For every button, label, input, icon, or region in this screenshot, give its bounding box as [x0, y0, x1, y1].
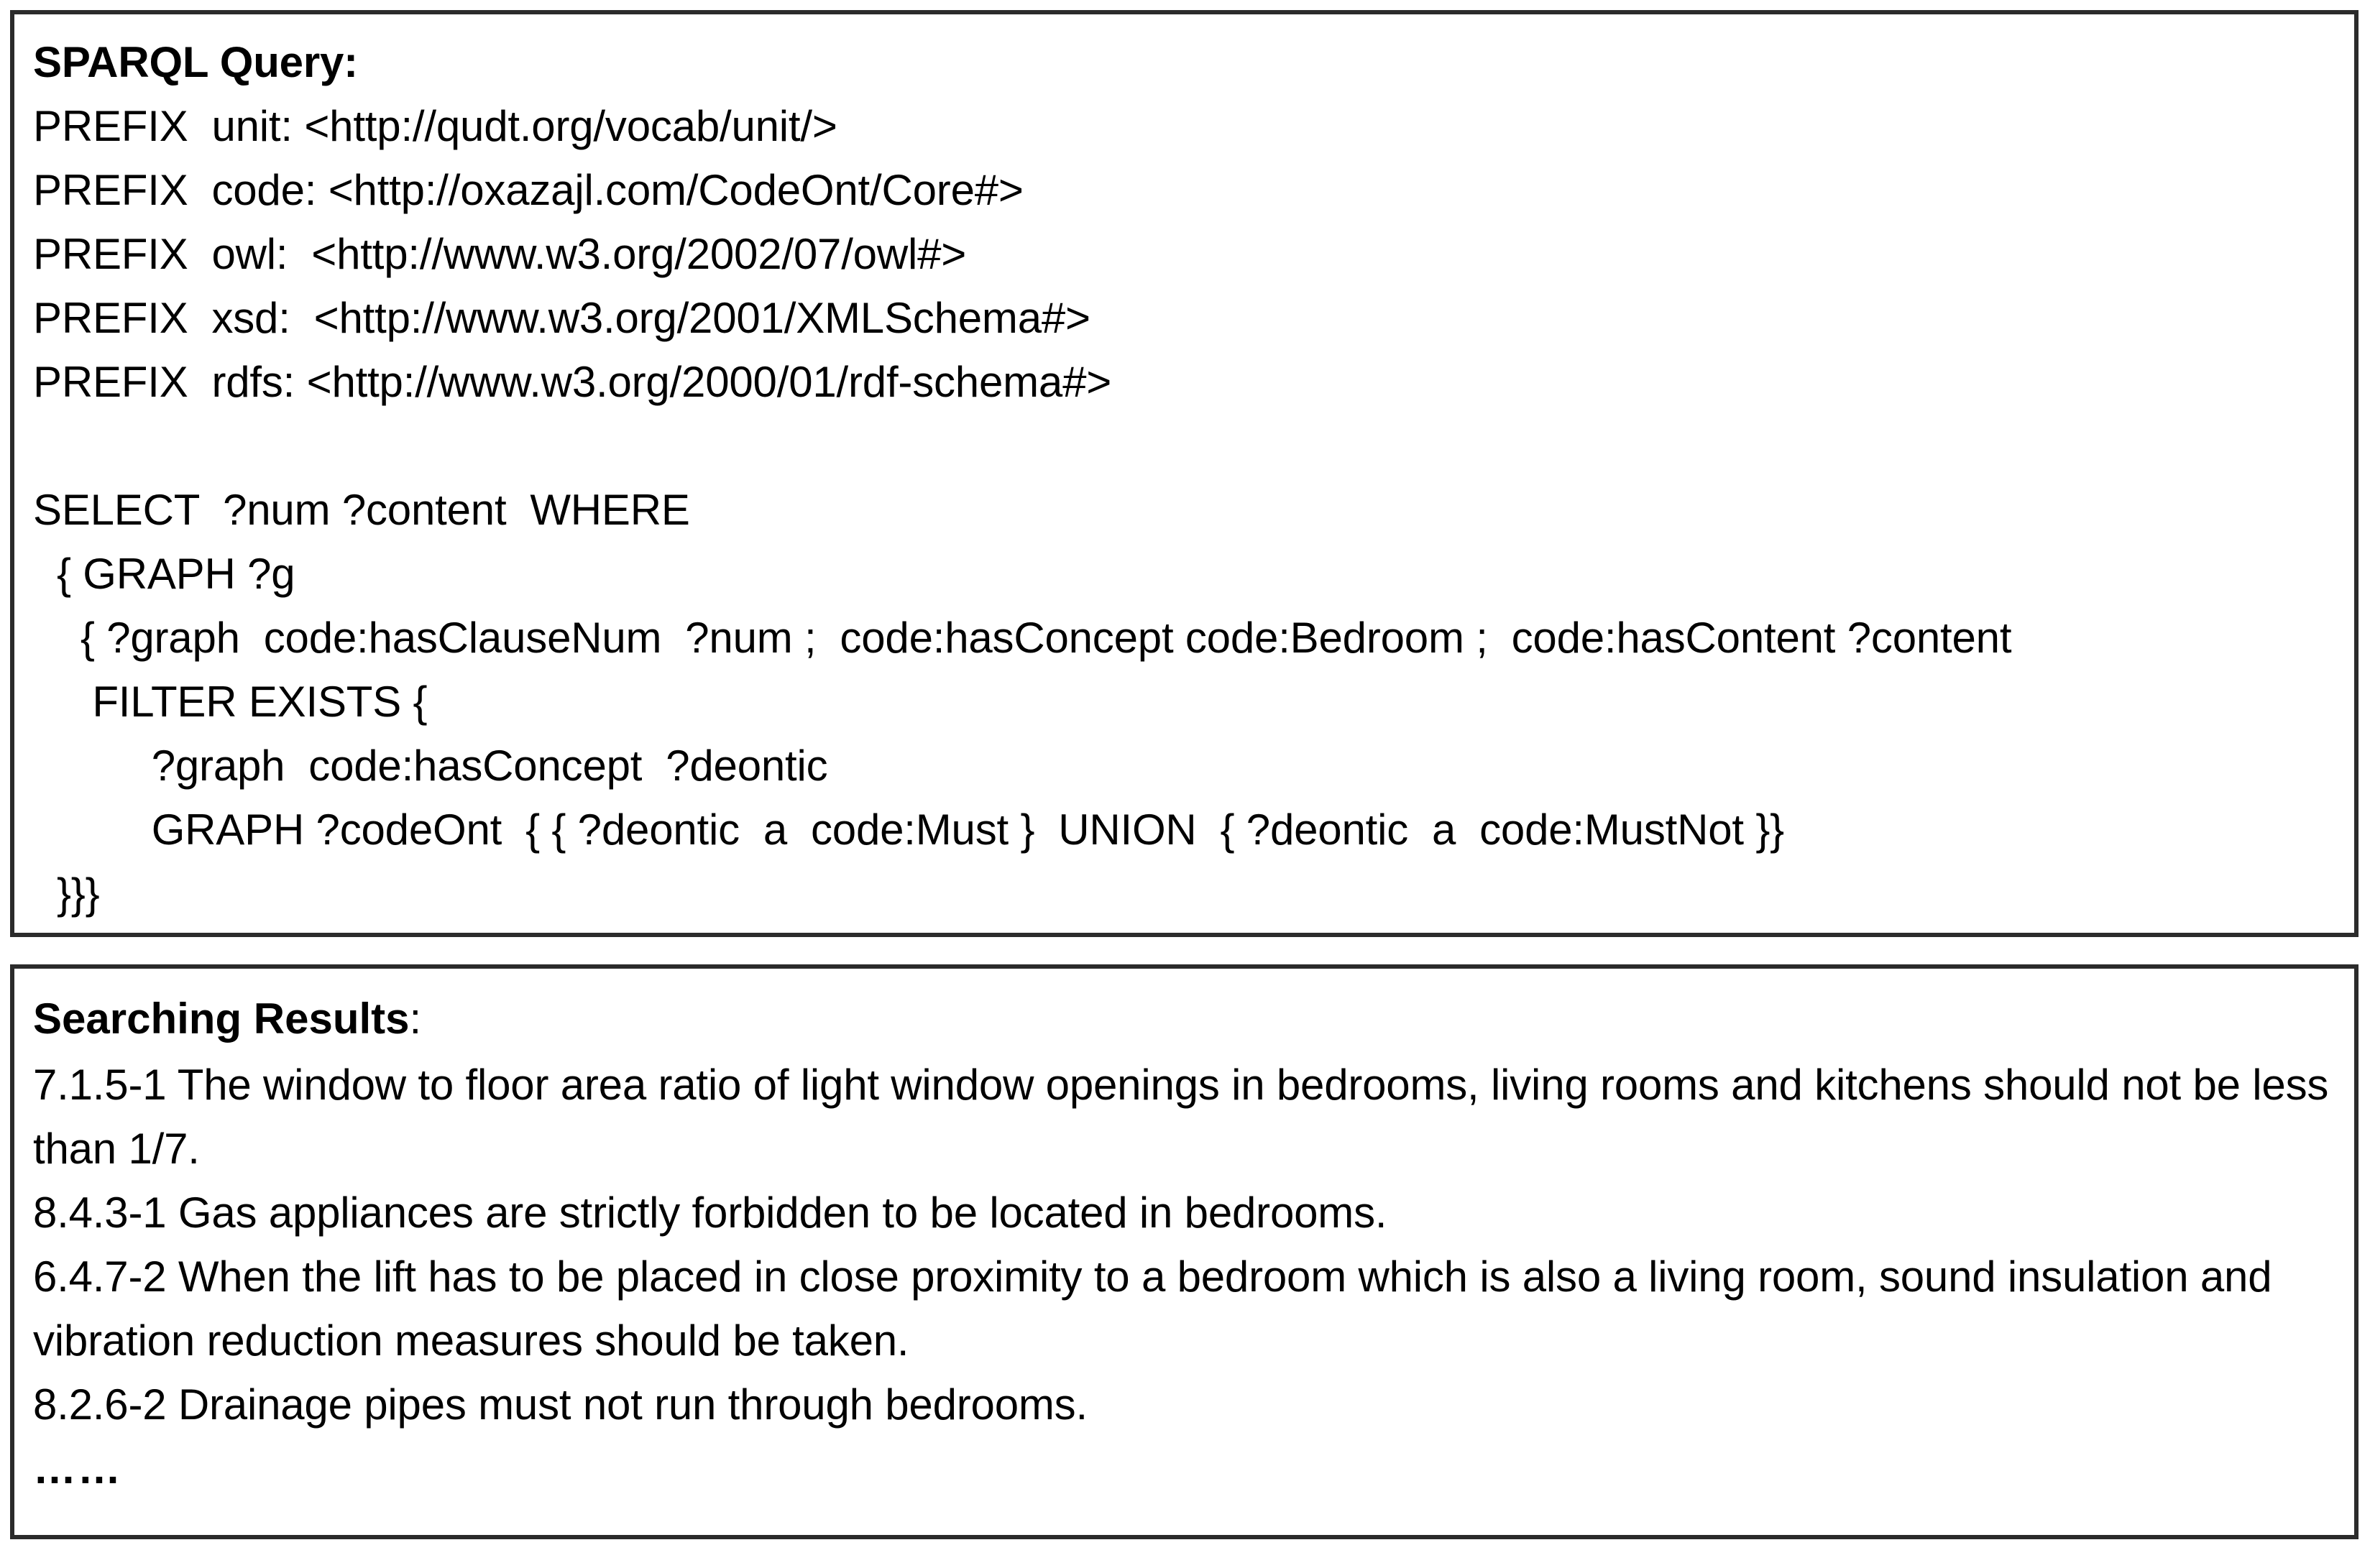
- sparql-line-graph-open: { GRAPH ?g: [33, 550, 295, 598]
- searching-results-title: Searching Results:: [33, 984, 2335, 1053]
- searching-results-title-colon: :: [409, 995, 422, 1043]
- sparql-line-blank: [33, 414, 2335, 478]
- sparql-line-prefix-owl: PREFIX owl: <http://www.w3.org/2002/07/o…: [33, 230, 967, 278]
- sparql-line-prefix-code: PREFIX code: <http://oxazajl.com/CodeOnt…: [33, 166, 1024, 214]
- results-ellipsis: ……: [33, 1444, 122, 1493]
- sparql-line-filter-exists: FILTER EXISTS {: [33, 678, 428, 726]
- result-item-3: 6.4.7-2 When the lift has to be placed i…: [33, 1253, 2272, 1365]
- sparql-line-union: GRAPH ?codeOnt { { ?deontic a code:Must …: [33, 806, 1785, 854]
- sparql-line-prefix-unit: PREFIX unit: <http://qudt.org/vocab/unit…: [33, 102, 837, 150]
- result-item-4: 8.2.6-2 Drainage pipes must not run thro…: [33, 1380, 1088, 1429]
- result-item-1: 7.1.5-1 The window to floor area ratio o…: [33, 1061, 2329, 1173]
- sparql-line-closing-braces: }}}: [33, 870, 100, 918]
- sparql-line-prefix-rdfs: PREFIX rdfs: <http://www.w3.org/2000/01/…: [33, 358, 1112, 406]
- sparql-line-select: SELECT ?num ?content WHERE: [33, 486, 690, 534]
- result-item-2: 8.4.3-1 Gas appliances are strictly forb…: [33, 1189, 1387, 1237]
- sparql-line-deontic-pattern: ?graph code:hasConcept ?deontic: [33, 742, 828, 790]
- sparql-query-title: SPARQL Query:: [33, 38, 358, 86]
- searching-results-title-text: Searching Results: [33, 995, 410, 1043]
- sparql-line-triple-patterns: { ?graph code:hasClauseNum ?num ; code:h…: [33, 614, 2012, 662]
- searching-results-panel: Searching Results: 7.1.5-1 The window to…: [10, 964, 2358, 1539]
- sparql-line-prefix-xsd: PREFIX xsd: <http://www.w3.org/2001/XMLS…: [33, 294, 1090, 342]
- sparql-query-panel: SPARQL Query: PREFIX unit: <http://qudt.…: [10, 10, 2358, 937]
